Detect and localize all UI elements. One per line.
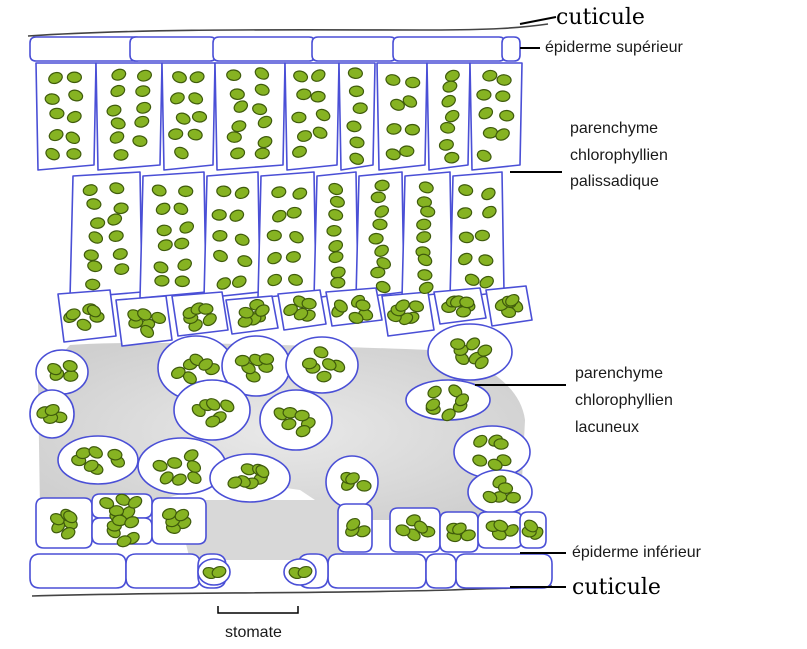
spongy-cell	[172, 292, 228, 336]
chloroplast	[405, 77, 419, 88]
lower-epidermis-cell	[30, 554, 126, 588]
chloroplast	[327, 225, 342, 236]
chloroplast	[494, 438, 509, 449]
label-spongy-line3: lacuneux	[575, 419, 639, 436]
chloroplast	[85, 279, 100, 290]
chloroplast	[496, 91, 510, 102]
spongy-cell	[286, 337, 358, 393]
chloroplast	[353, 102, 368, 114]
chloroplast	[475, 230, 489, 241]
palisade-cell	[36, 63, 96, 170]
lower-epidermis-cell	[328, 554, 426, 588]
chloroplast	[213, 230, 228, 241]
chloroplast	[499, 110, 514, 121]
chloroplast	[450, 338, 465, 349]
upper-epidermis-cell	[30, 37, 142, 61]
chloroplast	[371, 192, 386, 203]
spongy-cell	[428, 324, 512, 380]
chloroplast	[267, 230, 281, 240]
palisade-cell	[204, 172, 260, 298]
chloroplast	[349, 86, 363, 97]
label-stomate: stomate	[225, 624, 282, 641]
chloroplast	[67, 148, 82, 159]
palisade-cell	[70, 172, 142, 298]
lower-epidermis-cell	[426, 554, 456, 588]
label-cuticle-bottom: cuticule	[572, 575, 661, 600]
label-upper-epidermis: épiderme supérieur	[545, 39, 684, 56]
spongy-cell	[58, 436, 138, 484]
label-spongy-line2: chlorophyllien	[575, 392, 673, 409]
label-spongy-line1: parenchyme	[575, 365, 663, 382]
label-palisade-line1: parenchyme	[570, 120, 658, 137]
chloroplast	[227, 132, 241, 143]
chloroplast	[179, 186, 193, 197]
chloroplast	[175, 276, 189, 287]
chloroplast	[373, 219, 388, 230]
upper-cuticle	[28, 24, 548, 36]
stomate-bracket	[218, 606, 298, 613]
chloroplast	[497, 74, 512, 85]
chloroplast	[331, 277, 345, 288]
upper-epidermis-cell	[502, 37, 520, 61]
label-lower-epidermis: épiderme inférieur	[572, 544, 702, 561]
chloroplast	[157, 225, 172, 236]
palisade-cell	[96, 63, 162, 170]
palisade-cell	[215, 63, 285, 170]
lower-epidermis-cell	[456, 554, 552, 588]
chloroplast	[155, 275, 169, 286]
lower-epidermis-cell	[126, 554, 200, 588]
upper-epidermis-cell	[213, 37, 315, 61]
palisade-cell	[258, 172, 316, 298]
label-palisade-line3: palissadique	[570, 173, 659, 190]
chloroplast	[192, 111, 207, 122]
spongy-cell	[260, 390, 332, 450]
chloroplast	[199, 304, 213, 315]
chloroplast	[114, 149, 129, 160]
chloroplast	[259, 354, 274, 365]
upper-epidermis-cell	[312, 37, 396, 61]
palisade-cell	[140, 172, 206, 298]
chloroplast	[67, 72, 81, 82]
chloroplast	[292, 112, 307, 123]
chloroplast	[369, 233, 384, 244]
upper-epidermis-cell	[393, 37, 505, 61]
chloroplast	[295, 410, 309, 421]
label-cuticle-top: cuticule	[556, 5, 645, 30]
chloroplast	[506, 492, 520, 503]
label-palisade-line2: chlorophyllien	[570, 147, 668, 164]
chloroplast	[405, 124, 419, 134]
upper-epidermis-cell	[130, 37, 216, 61]
chloroplast	[212, 209, 226, 220]
chloroplast	[477, 89, 491, 100]
chloroplast	[400, 146, 414, 157]
chloroplast	[50, 108, 64, 118]
